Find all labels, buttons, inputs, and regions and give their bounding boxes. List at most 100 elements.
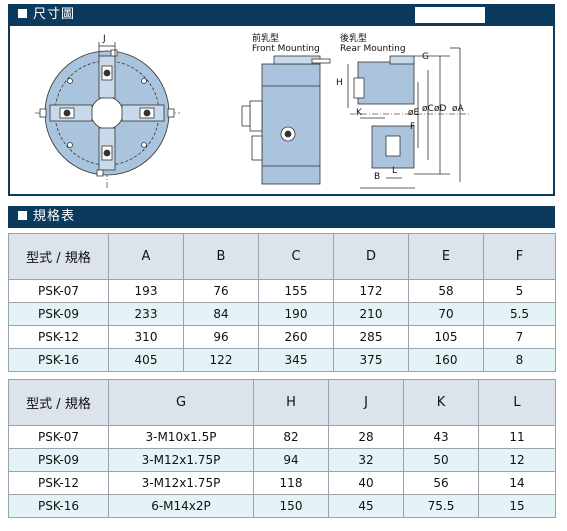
table-cell: 94 (253, 448, 329, 472)
table-cell: 43 (403, 425, 479, 449)
table-cell: 40 (328, 471, 404, 495)
header-b: B (183, 233, 259, 280)
table-cell: 190 (258, 302, 334, 326)
table-cell: 160 (408, 348, 484, 372)
spec-table-1: 型式 / 規格 A B C D E F PSK-07 193 76 155 17… (8, 233, 556, 372)
table-cell: 5.5 (483, 302, 556, 326)
table-cell: 5 (483, 279, 556, 303)
table-cell: PSK-12 (8, 471, 109, 495)
table-cell: 76 (183, 279, 259, 303)
table-row: PSK-07 193 76 155 172 58 5 (8, 279, 556, 303)
dimensions-title: 尺寸圖 (33, 7, 76, 22)
table-cell: 84 (183, 302, 259, 326)
table-cell: 150 (253, 494, 329, 518)
table-cell: PSK-12 (8, 325, 109, 349)
header-model: 型式 / 規格 (8, 233, 109, 280)
header-l: L (478, 379, 556, 426)
spec-table-2: 型式 / 規格 G H J K L PSK-07 3-M10x1.5P 82 2… (8, 379, 556, 518)
table-cell: PSK-09 (8, 302, 109, 326)
table-row: PSK-12 3-M12x1.75P 118 40 56 14 (8, 471, 556, 495)
table-cell: 11 (478, 425, 556, 449)
table-cell: 285 (333, 325, 409, 349)
table-row: PSK-09 3-M12x1.75P 94 32 50 12 (8, 448, 556, 472)
table-cell: 375 (333, 348, 409, 372)
dim-label-e: øE (408, 108, 420, 118)
table-cell: 3-M10x1.5P (108, 425, 254, 449)
table-cell: 3-M12x1.75P (108, 448, 254, 472)
table-cell: PSK-07 (8, 279, 109, 303)
table-cell: 3-M12x1.75P (108, 471, 254, 495)
table-cell: 345 (258, 348, 334, 372)
table-cell: 260 (258, 325, 334, 349)
table-cell: 210 (333, 302, 409, 326)
front-mounting-label-en: Front Mounting (252, 44, 320, 54)
table-row: PSK-09 233 84 190 210 70 5.5 (8, 302, 556, 326)
dim-label-f: F (410, 122, 416, 132)
front-mounting-side-view (241, 55, 331, 185)
table-row: PSK-07 3-M10x1.5P 82 28 43 11 (8, 425, 556, 449)
table-cell: 122 (183, 348, 259, 372)
table-cell: 56 (403, 471, 479, 495)
table-cell: PSK-16 (8, 494, 109, 518)
table-cell: 233 (108, 302, 184, 326)
square-bullet-icon (18, 211, 27, 220)
table-cell: 82 (253, 425, 329, 449)
table-cell: 75.5 (403, 494, 479, 518)
table-row: PSK-16 405 122 345 375 160 8 (8, 348, 556, 372)
table-cell: 172 (333, 279, 409, 303)
table-cell: 105 (408, 325, 484, 349)
dim-label-a: øA (452, 104, 464, 114)
rear-mounting-label-zh: 後乳型 (340, 34, 368, 44)
dim-label-d: øD (434, 104, 447, 114)
header-d: D (333, 233, 409, 280)
dimensions-section-bar: 尺寸圖 (8, 4, 555, 26)
dim-label-j: J (103, 34, 106, 44)
header-e: E (408, 233, 484, 280)
dim-label-c: øC (422, 104, 434, 114)
table-header-row: 型式 / 規格 G H J K L (8, 379, 556, 426)
table-row: PSK-12 310 96 260 285 105 7 (8, 325, 556, 349)
header-k: K (403, 379, 479, 426)
table-cell: 28 (328, 425, 404, 449)
rear-mounting-section-view (347, 47, 470, 189)
chuck-front-view (35, 42, 180, 188)
dimension-drawing: 前乳型 Front Mounting 後乳型 Rear Mounting J G… (8, 26, 555, 196)
table-cell: 58 (408, 279, 484, 303)
table-cell: 70 (408, 302, 484, 326)
dim-label-g: G (422, 52, 429, 62)
table-cell: 14 (478, 471, 556, 495)
table-cell: 118 (253, 471, 329, 495)
table-cell: 15 (478, 494, 556, 518)
dim-label-b: B (374, 172, 381, 182)
header-f: F (483, 233, 556, 280)
table-cell: 6-M14x2P (108, 494, 254, 518)
table-cell: 310 (108, 325, 184, 349)
header-model: 型式 / 規格 (8, 379, 109, 426)
table-cell: 8 (483, 348, 556, 372)
dim-label-h: H (336, 78, 343, 88)
table-cell: 12 (478, 448, 556, 472)
header-g: G (108, 379, 254, 426)
header-c: C (258, 233, 334, 280)
header-j: J (328, 379, 404, 426)
table-row: PSK-16 6-M14x2P 150 45 75.5 15 (8, 494, 556, 518)
table-cell: 50 (403, 448, 479, 472)
table-cell: 155 (258, 279, 334, 303)
dim-label-l: L (392, 166, 398, 176)
front-mounting-label-zh: 前乳型 (252, 34, 280, 44)
table-cell: 405 (108, 348, 184, 372)
table-cell: PSK-16 (8, 348, 109, 372)
bar-notch-decoration (415, 7, 555, 23)
specs-title: 規格表 (33, 209, 76, 224)
dim-label-k: K (356, 108, 362, 118)
table-header-row: 型式 / 規格 A B C D E F (8, 233, 556, 280)
header-a: A (108, 233, 184, 280)
table-cell: 193 (108, 279, 184, 303)
table-cell: PSK-07 (8, 425, 109, 449)
square-bullet-icon (18, 9, 27, 18)
table-cell: PSK-09 (8, 448, 109, 472)
header-h: H (253, 379, 329, 426)
table-cell: 7 (483, 325, 556, 349)
specs-section-bar: 規格表 (8, 206, 555, 228)
chuck-drawing-svg (35, 42, 470, 189)
